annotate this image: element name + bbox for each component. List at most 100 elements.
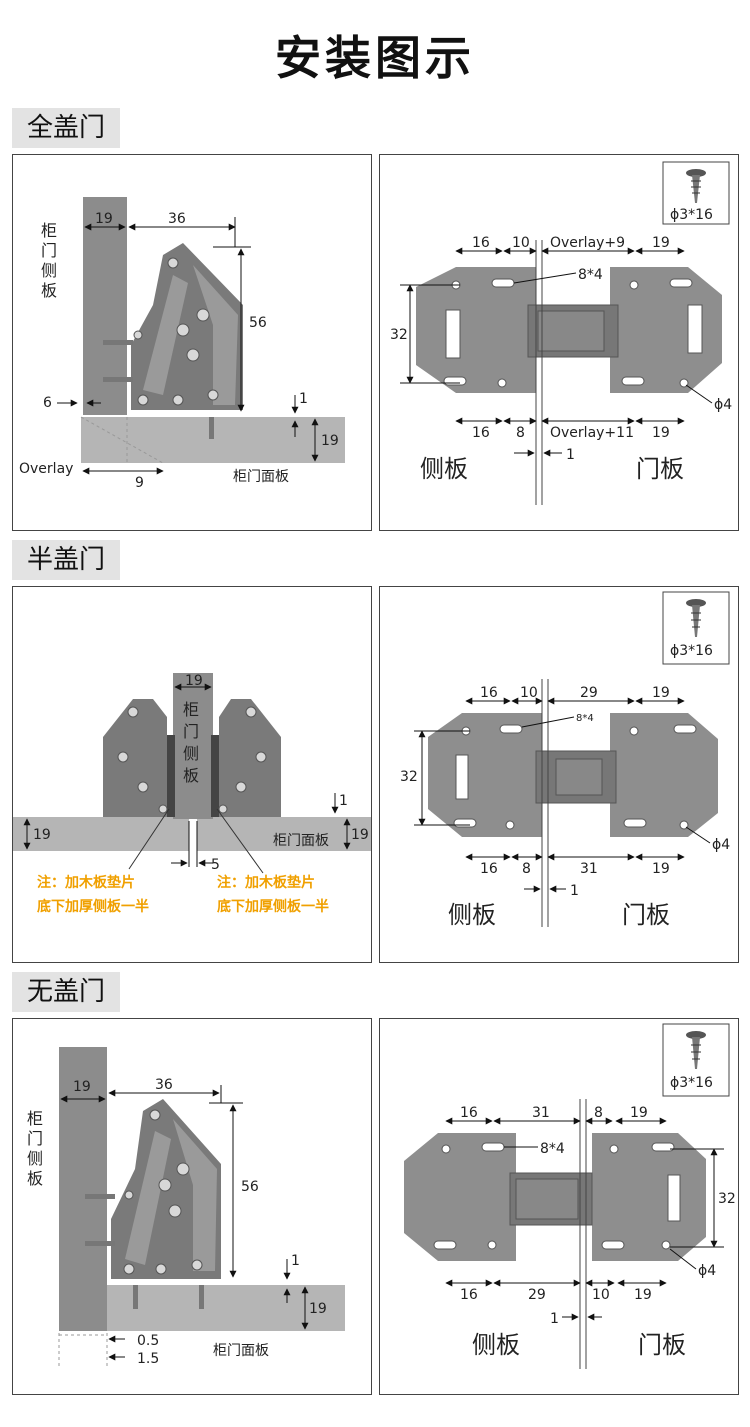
dim-hole: ϕ4 — [714, 397, 732, 413]
dim-b19: 19 — [634, 1287, 652, 1303]
dim-6: 6 — [43, 395, 52, 411]
dim-1: 1 — [299, 391, 308, 407]
dim-1: 1 — [339, 793, 348, 809]
door-plate-label: 门板 — [638, 1331, 686, 1359]
dim-t29: 29 — [580, 685, 598, 701]
dim-h32: 32 — [718, 1191, 736, 1207]
dim-b19: 19 — [652, 861, 670, 877]
dim-56: 56 — [241, 1179, 259, 1195]
half-overlay-side-diagram: 19 柜门侧板 19 柜门面板 19 1 5 注：加木板垫片 底下加厚侧板一半 … — [12, 586, 372, 963]
dim-36: 36 — [168, 211, 186, 227]
dim-t31: 31 — [532, 1105, 550, 1121]
dim-slot: 8*4 — [540, 1141, 565, 1157]
dim-gap: 1 — [570, 883, 579, 899]
door-plate — [592, 1133, 706, 1261]
dim-thickness-19: 19 — [309, 1301, 327, 1317]
half-overlay-plate-diagram: ϕ3*16 16 10 29 19 8*4 32 16 8 31 19 — [379, 586, 739, 963]
dim-h32: 32 — [390, 327, 408, 343]
dim-b8: 8 — [516, 425, 525, 441]
dim-t8: 8 — [594, 1105, 603, 1121]
half-overlay-plate-svg: ϕ3*16 16 10 29 19 8*4 32 16 8 31 19 — [400, 591, 730, 929]
section-label-no-overlay: 无盖门 — [12, 972, 120, 1012]
dim-b19: 19 — [652, 425, 670, 441]
side-plate-label: 侧板 — [472, 1331, 520, 1359]
side-panel-label: 柜门侧板 — [183, 700, 200, 785]
full-overlay-side-svg: 19 36 56 6 1 19 Overlay 9 柜门面板 柜门侧板 — [19, 197, 345, 491]
dim-t16: 16 — [480, 685, 498, 701]
dim-b16: 16 — [480, 861, 498, 877]
full-overlay-plate-svg: ϕ3*16 16 10 Overlay+9 19 8*4 32 16 8 Ove… — [390, 161, 732, 505]
door-plate-label: 门板 — [622, 901, 670, 929]
dim-hole: ϕ4 — [698, 1263, 716, 1279]
dim-thickness-19: 19 — [321, 433, 339, 449]
dim-19: 19 — [95, 211, 113, 227]
dim-t16: 16 — [472, 235, 490, 251]
hinge-left — [103, 699, 167, 817]
full-overlay-plate-diagram: ϕ3*16 16 10 Overlay+9 19 8*4 32 16 8 Ove… — [379, 154, 739, 531]
dim-0-5: 0.5 — [137, 1333, 159, 1349]
dim-gap: 1 — [550, 1311, 559, 1327]
dim-b8: 8 — [522, 861, 531, 877]
dim-19: 19 — [73, 1079, 91, 1095]
side-plate — [404, 1133, 516, 1261]
note-right-1: 注：加木板垫片 — [217, 874, 315, 891]
note-left-1: 注：加木板垫片 — [37, 874, 135, 891]
dim-b31: 31 — [580, 861, 598, 877]
note-left-2: 底下加厚侧板一半 — [37, 898, 149, 915]
dim-overlay: Overlay — [19, 461, 73, 477]
full-overlay-side-diagram: 19 36 56 6 1 19 Overlay 9 柜门面板 柜门侧板 — [12, 154, 372, 531]
door-panel-right — [197, 817, 371, 851]
no-overlay-plate-diagram: ϕ3*16 16 31 8 19 8*4 32 16 29 10 19 — [379, 1018, 739, 1395]
side-panel-label: 柜门侧板 — [27, 1109, 44, 1188]
dim-hole: ϕ4 — [712, 837, 730, 853]
dim-t10: 10 — [512, 235, 530, 251]
dim-right-19: 19 — [351, 827, 369, 843]
cabinet-side-panel — [59, 1047, 107, 1331]
no-overlay-plate-svg: ϕ3*16 16 31 8 19 8*4 32 16 29 10 19 — [404, 1023, 736, 1369]
dim-t19: 19 — [652, 235, 670, 251]
screw-icon — [686, 169, 706, 203]
dim-h32: 32 — [400, 769, 418, 785]
dim-tov: Overlay+9 — [550, 235, 625, 251]
dim-19: 19 — [185, 673, 203, 689]
door-plate — [610, 713, 718, 837]
dim-1-5: 1.5 — [137, 1351, 159, 1367]
door-panel-label: 柜门面板 — [213, 1343, 269, 1359]
side-plate — [428, 713, 542, 837]
screw-icon — [686, 599, 706, 637]
door-panel-label: 柜门面板 — [273, 833, 329, 849]
no-overlay-side-svg: 19 36 56 1 19 0.5 1.5 柜门面板 柜门侧板 — [27, 1047, 345, 1369]
dim-t19: 19 — [652, 685, 670, 701]
dim-b16: 16 — [460, 1287, 478, 1303]
screw-icon — [686, 1031, 706, 1069]
screw-spec: ϕ3*16 — [670, 207, 713, 223]
dim-36: 36 — [155, 1077, 173, 1093]
dim-left-19: 19 — [33, 827, 51, 843]
side-panel-label: 柜门侧板 — [41, 221, 58, 300]
no-overlay-side-diagram: 19 36 56 1 19 0.5 1.5 柜门面板 柜门侧板 — [12, 1018, 372, 1395]
dim-t19: 19 — [630, 1105, 648, 1121]
note-right-2: 底下加厚侧板一半 — [217, 898, 329, 915]
section-label-half-overlay: 半盖门 — [12, 540, 120, 580]
dim-slot: 8*4 — [576, 713, 594, 724]
cabinet-side-panel — [173, 673, 213, 819]
dim-1: 1 — [291, 1253, 300, 1269]
dim-t16: 16 — [460, 1105, 478, 1121]
dim-bov: Overlay+11 — [550, 425, 634, 441]
side-plate-label: 侧板 — [420, 455, 468, 483]
dim-9: 9 — [135, 475, 144, 491]
screw-spec: ϕ3*16 — [670, 643, 713, 659]
hinge-right — [219, 699, 281, 817]
cabinet-side-panel — [83, 197, 127, 415]
section-label-full-overlay: 全盖门 — [12, 108, 120, 148]
door-panel-label: 柜门面板 — [233, 469, 289, 485]
side-plate — [416, 267, 536, 393]
dim-t10: 10 — [520, 685, 538, 701]
dim-56: 56 — [249, 315, 267, 331]
dim-slot: 8*4 — [578, 267, 603, 283]
screw-spec: ϕ3*16 — [670, 1075, 713, 1091]
door-plate-label: 门板 — [636, 455, 684, 483]
page-title: 安装图示 — [275, 31, 475, 85]
side-plate-label: 侧板 — [448, 901, 496, 929]
door-plate — [610, 267, 722, 393]
